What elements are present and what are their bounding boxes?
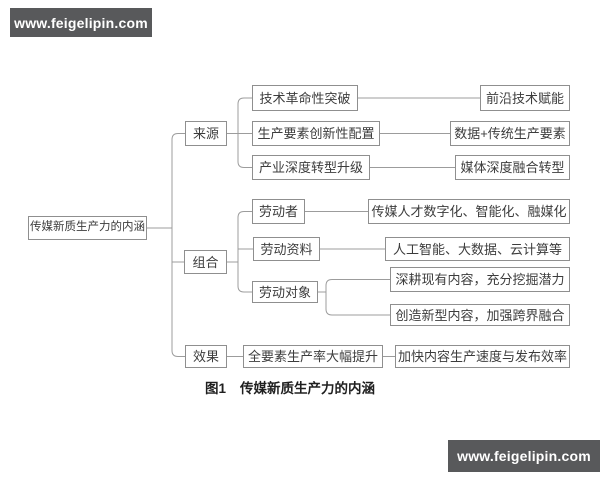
node-new-content: 创造新型内容，加强跨界融合: [390, 304, 570, 326]
node-factor-allocation: 生产要素创新性配置: [252, 121, 380, 146]
watermark-bottom-right: www.feigelipin.com: [448, 440, 600, 472]
node-labor-materials: 劳动资料: [253, 237, 320, 261]
node-branch-effect: 效果: [185, 345, 227, 368]
node-talent-digitalization: 传媒人才数字化、智能化、融媒化: [368, 199, 570, 224]
node-media-integration: 媒体深度融合转型: [455, 155, 570, 180]
node-data-plus-factors: 数据+传统生产要素: [450, 121, 570, 146]
node-industry-upgrade: 产业深度转型升级: [252, 155, 370, 180]
figure-caption: 图1 传媒新质生产力的内涵: [205, 377, 375, 397]
node-ai-bigdata-cloud: 人工智能、大数据、云计算等: [385, 237, 570, 261]
node-content-speed: 加快内容生产速度与发布效率: [395, 345, 570, 368]
node-laborers: 劳动者: [252, 199, 305, 224]
figure-title: 传媒新质生产力的内涵: [240, 381, 376, 396]
node-branch-combination: 组合: [184, 250, 227, 274]
figure-number: 图1: [205, 381, 227, 396]
node-tech-breakthrough: 技术革命性突破: [252, 85, 358, 111]
node-root: 传媒新质生产力的内涵: [28, 216, 147, 240]
watermark-top-left: www.feigelipin.com: [10, 8, 152, 37]
node-branch-source: 来源: [185, 121, 227, 146]
node-frontier-tech: 前沿技术赋能: [480, 85, 570, 111]
node-existing-content: 深耕现有内容，充分挖掘潜力: [390, 267, 570, 292]
node-labor-objects: 劳动对象: [252, 281, 318, 303]
node-productivity-boost: 全要素生产率大幅提升: [243, 345, 383, 368]
